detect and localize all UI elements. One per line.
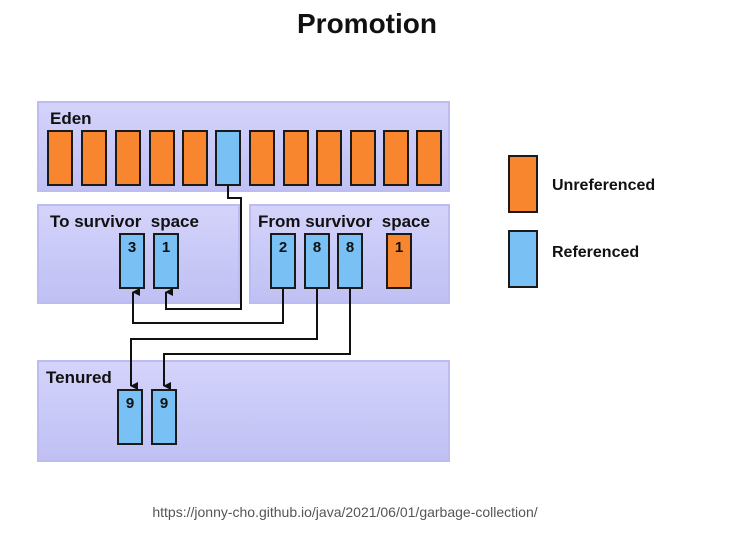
legend-unreferenced-label: Unreferenced [552,177,656,194]
legend-referenced-label: Referenced [552,244,640,261]
eden-block-unreferenced [249,130,275,186]
arrow-from-to-tenured-2 [163,289,351,390]
to-survivor-block: 1 [153,233,179,289]
arrow-eden-to-survivor [165,186,242,310]
from-survivor-block: 8 [304,233,330,289]
eden-block-unreferenced [316,130,342,186]
tenured-region [37,360,450,462]
diagram-title: Promotion [297,8,437,39]
eden-block-unreferenced [283,130,309,186]
tenured-block: 9 [117,389,143,445]
tenured-block: 9 [151,389,177,445]
legend-referenced-swatch [508,230,538,288]
to-survivor-block: 3 [119,233,145,289]
from-survivor-label: From survivor space [258,212,430,231]
to-survivor-label: To survivor space [50,212,199,231]
eden-block-unreferenced [149,130,175,186]
from-survivor-block: 2 [270,233,296,289]
eden-block-unreferenced [383,130,409,186]
legend-unreferenced-swatch [508,155,538,213]
arrow-from-to-survivor [132,288,284,324]
arrow-from-to-tenured-1 [130,289,318,390]
source-url: https://jonny-cho.github.io/java/2021/06… [152,504,538,520]
from-survivor-block: 8 [337,233,363,289]
eden-block-unreferenced [350,130,376,186]
eden-block-unreferenced [81,130,107,186]
tenured-label: Tenured [46,368,112,387]
eden-block-unreferenced [115,130,141,186]
from-survivor-block-unreferenced: 1 [386,233,412,289]
eden-block-referenced [215,130,241,186]
eden-label: Eden [50,109,92,128]
eden-block-unreferenced [47,130,73,186]
eden-block-unreferenced [416,130,442,186]
eden-block-unreferenced [182,130,208,186]
